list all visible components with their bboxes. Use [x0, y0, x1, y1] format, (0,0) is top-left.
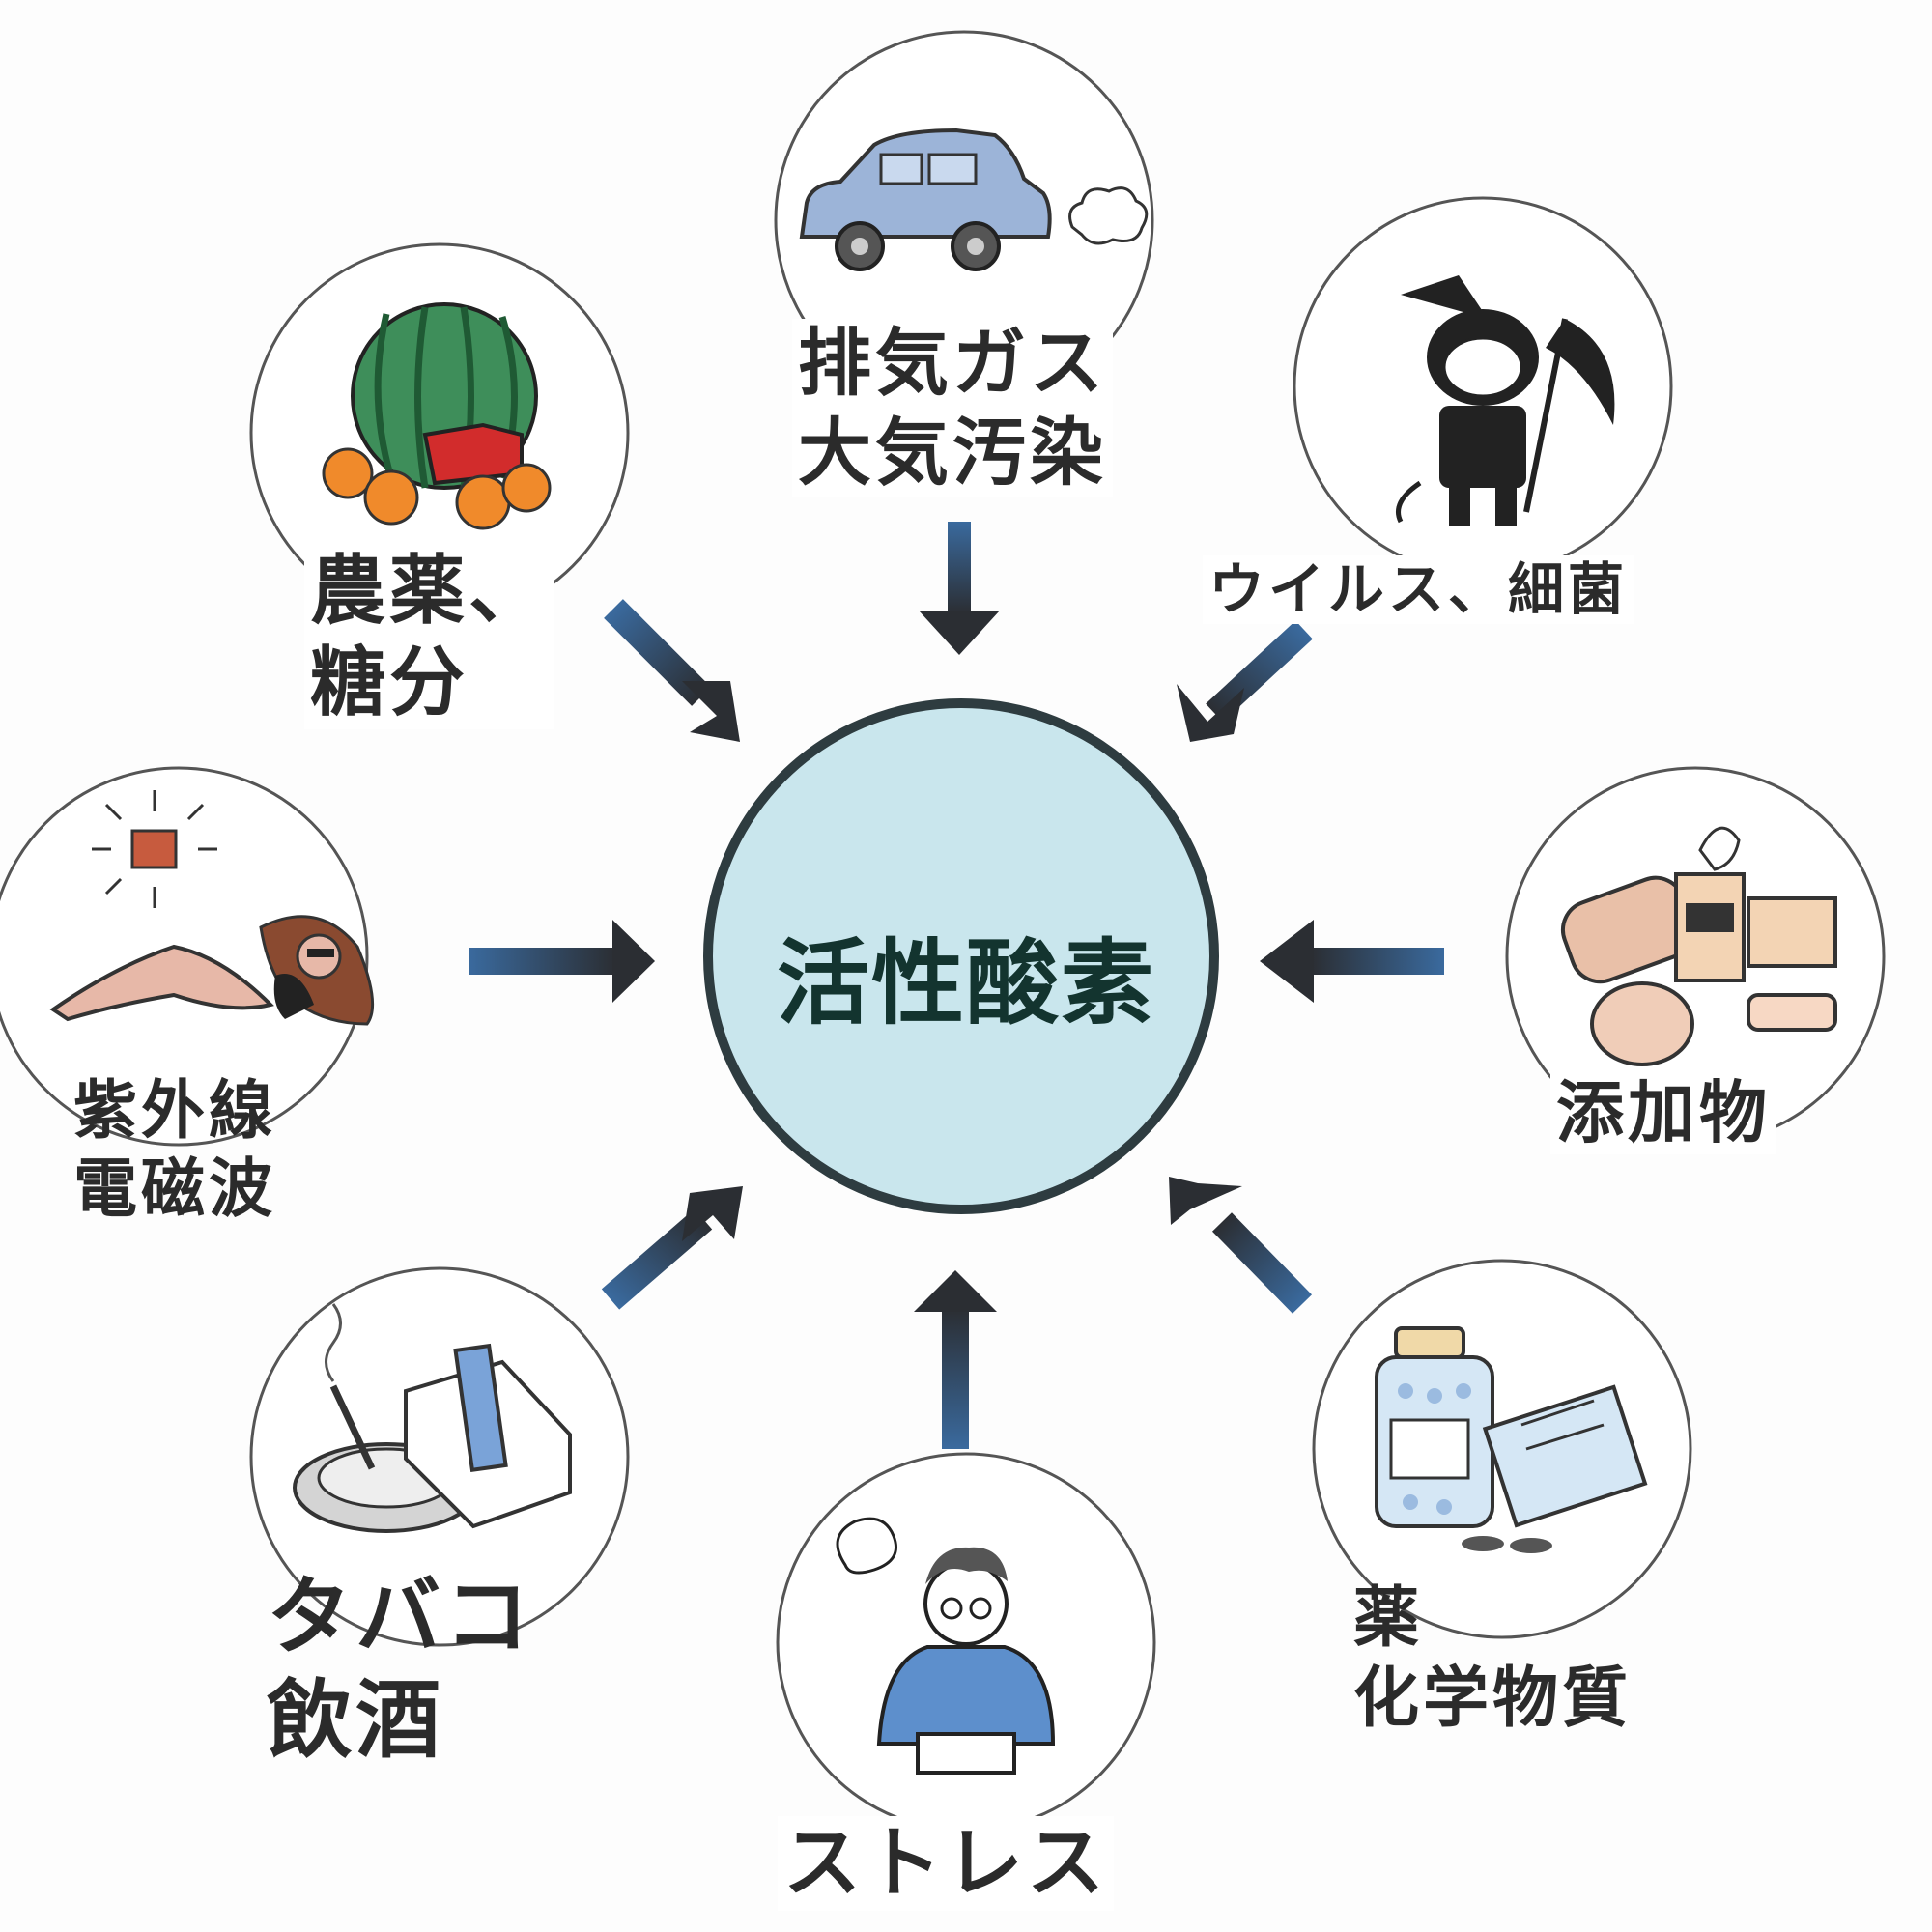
- label-uv-line-2: 電磁波: [73, 1151, 276, 1226]
- arrow-from-pesticide: [604, 599, 740, 742]
- label-tobacco: タバコ 飲酒: [261, 1565, 539, 1773]
- label-pesticide-line-2: 糖分: [310, 639, 469, 727]
- arrow-from-additives: [1260, 920, 1444, 1003]
- devil-with-scythe-icon: [1293, 196, 1673, 577]
- canned-food-icon: [1505, 766, 1886, 1147]
- arrow-from-virus: [1177, 620, 1313, 742]
- stressed-person-icon: [776, 1452, 1156, 1833]
- arrow-from-exhaust: [919, 522, 1000, 655]
- label-medicine: 薬 化学物質: [1348, 1579, 1637, 1740]
- label-uv-line-1: 紫外線: [73, 1073, 276, 1148]
- label-medicine-line-1: 薬: [1353, 1580, 1424, 1657]
- label-tobacco-line-2: 飲酒: [267, 1670, 445, 1771]
- label-uv: 紫外線 電磁波: [68, 1072, 282, 1228]
- arrow-from-uv: [469, 920, 655, 1003]
- label-stress-line-1: ストレス: [783, 1818, 1108, 1908]
- ashtray-cigarette-icon: [249, 1266, 630, 1647]
- label-exhaust-line-2: 大気汚染: [798, 409, 1107, 496]
- arrow-from-medicine: [1169, 1177, 1313, 1314]
- watermelon-fruit-icon: [249, 242, 630, 623]
- label-exhaust: 排気ガス 大気汚染: [792, 319, 1113, 498]
- medicine-bottle-icon: [1312, 1259, 1692, 1639]
- label-stress: ストレス: [778, 1816, 1114, 1911]
- arrow-from-stress: [914, 1270, 997, 1449]
- label-pesticide-line-1: 農薬、: [310, 548, 549, 635]
- label-additives: 添加物: [1550, 1072, 1776, 1155]
- car-exhaust-icon: [774, 30, 1154, 411]
- label-virus: ウイルス、細菌: [1203, 555, 1634, 624]
- center-node-circle: [703, 698, 1219, 1214]
- sunbathing-woman-icon: [0, 766, 375, 1147]
- label-pesticide: 農薬、 糖分: [304, 546, 554, 730]
- label-medicine-line-2: 化学物質: [1353, 1660, 1633, 1737]
- arrow-from-tobacco: [601, 1186, 743, 1310]
- label-tobacco-line-1: タバコ: [267, 1567, 534, 1666]
- center-node-label: 活性酸素: [777, 929, 1155, 1037]
- label-virus-line-1: ウイルス、細菌: [1208, 556, 1629, 622]
- label-additives-line-1: 添加物: [1556, 1073, 1771, 1152]
- label-exhaust-line-1: 排気ガス: [798, 320, 1107, 406]
